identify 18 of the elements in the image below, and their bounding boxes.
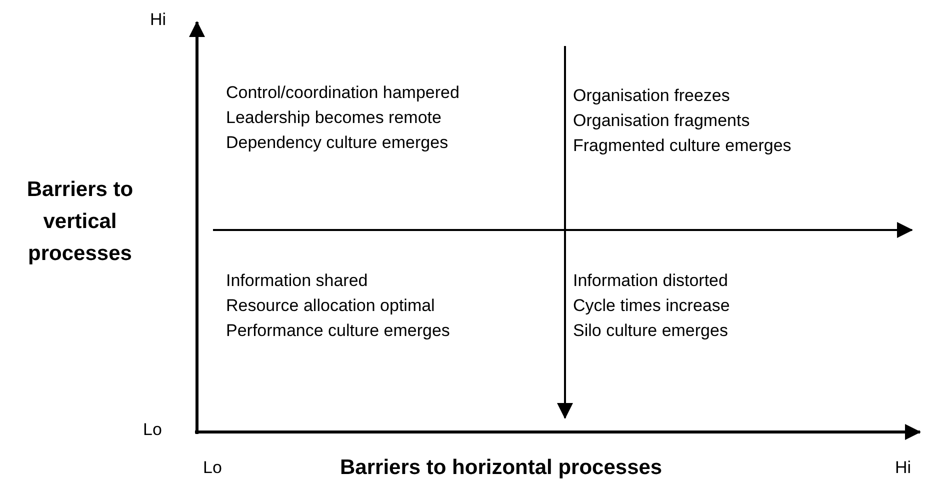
quadrant-text: Control/coordination hampered (226, 83, 460, 103)
quadrant-text: Cycle times increase (573, 296, 730, 316)
axis-label: Lo (203, 458, 222, 478)
axis-label: Hi (895, 458, 912, 478)
quadrant-text: Resource allocation optimal (226, 296, 435, 316)
axis-label: Lo (143, 420, 162, 440)
quadrant-text: Silo culture emerges (573, 321, 728, 341)
quadrant-text: Dependency culture emerges (226, 133, 448, 153)
quadrant-text: Performance culture emerges (226, 321, 450, 341)
quadrant-text: Organisation fragments (573, 111, 750, 131)
quadrant-text: Leadership becomes remote (226, 108, 442, 128)
quadrant-text: Information distorted (573, 271, 728, 291)
quadrant-text: Information shared (226, 271, 368, 291)
axis-label: Hi (150, 10, 166, 30)
axis-title: Barriers to vertical processes (26, 177, 134, 267)
quadrant-text: Organisation freezes (573, 86, 730, 106)
axis-title: Barriers to horizontal processes (340, 455, 662, 481)
quadrant-text: Fragmented culture emerges (573, 136, 792, 156)
